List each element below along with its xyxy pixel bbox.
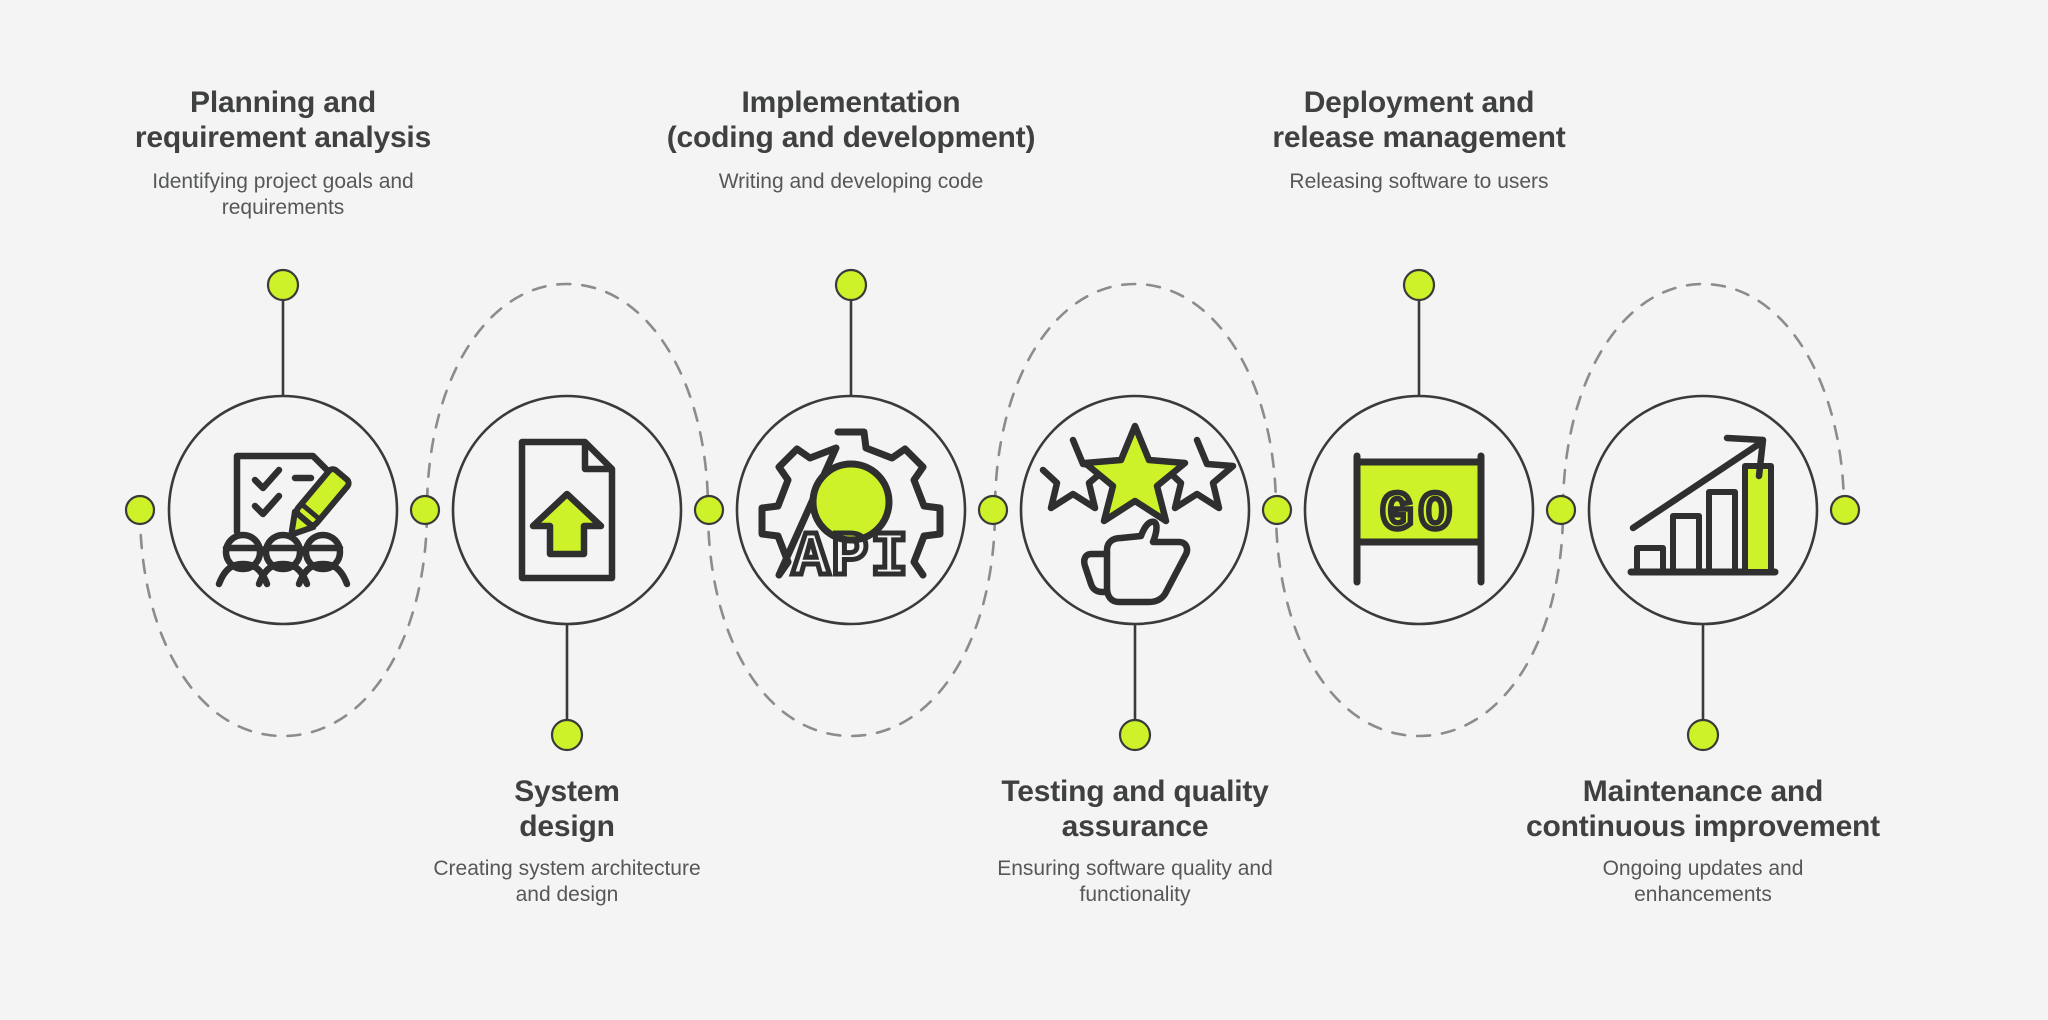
- chart-bar-4: [1742, 463, 1774, 575]
- connector-dot-3[interactable]: [977, 494, 1009, 526]
- step-title-2: System design: [514, 775, 620, 843]
- pencil-tip: [288, 508, 317, 538]
- document-fold: [581, 442, 612, 473]
- star-center: [1081, 422, 1189, 525]
- step-label-5: Deployment and release management Releas…: [1199, 86, 1639, 195]
- growth-arrow-head: [1723, 434, 1767, 480]
- step-subtitle-6: Ongoing updates and enhancements: [1602, 856, 1804, 907]
- growth-arrow: [1629, 440, 1763, 532]
- chart-bar-2: [1670, 513, 1702, 575]
- upload-arrow: [529, 490, 605, 558]
- step-label-1: Planning and requirement analysis Identi…: [63, 86, 503, 222]
- stem-dot-step-4: [1118, 718, 1152, 752]
- stem-dot-step-1: [266, 268, 300, 302]
- stem-dot-step-3: [834, 268, 868, 302]
- gear-center: [809, 460, 893, 544]
- step-label-4: Testing and quality assurance Ensuring s…: [915, 775, 1355, 909]
- step-subtitle-2: Creating system architecture and design: [433, 856, 701, 907]
- connector-dot-2[interactable]: [693, 494, 725, 526]
- step-title-4: Testing and quality assurance: [1001, 775, 1269, 843]
- step-subtitle-5: Releasing software to users: [1289, 169, 1549, 193]
- connector-dot-1[interactable]: [409, 494, 441, 526]
- star-right: [1163, 436, 1237, 512]
- step-subtitle-3: Writing and developing code: [718, 169, 984, 193]
- step-label-2: System design Creating system architectu…: [347, 775, 787, 909]
- connector-dot-6[interactable]: [1829, 494, 1861, 526]
- connector-dot-4[interactable]: [1261, 494, 1293, 526]
- step-label-6: Maintenance and continuous improvement O…: [1483, 775, 1923, 909]
- step-title-1: Planning and requirement analysis: [134, 86, 432, 154]
- step-title-3: Implementation (coding and development): [666, 86, 1036, 154]
- api-icon-label: API: [792, 522, 910, 593]
- chart-bar-3: [1706, 489, 1738, 575]
- stem-dot-step-5: [1402, 268, 1436, 302]
- document-outline: [518, 438, 616, 582]
- banner-panel: [1353, 458, 1485, 546]
- gear-outline: [758, 428, 944, 579]
- connector-dot-5[interactable]: [1545, 494, 1577, 526]
- step-title-5: Deployment and release management: [1272, 86, 1566, 154]
- stem-dot-step-2: [550, 718, 584, 752]
- chart-bar-1: [1634, 545, 1666, 575]
- step-label-3: Implementation (coding and development) …: [631, 86, 1071, 195]
- step-title-6: Maintenance and continuous improvement: [1526, 775, 1880, 843]
- stem-dot-step-6: [1686, 718, 1720, 752]
- connector-dot-0[interactable]: [124, 494, 156, 526]
- thumbs-up-hand: [1103, 518, 1191, 606]
- step-subtitle-1: Identifying project goals and requiremen…: [152, 169, 414, 220]
- step-subtitle-4: Ensuring software quality and functional…: [997, 856, 1273, 907]
- go-icon-label: GO: [1381, 484, 1458, 545]
